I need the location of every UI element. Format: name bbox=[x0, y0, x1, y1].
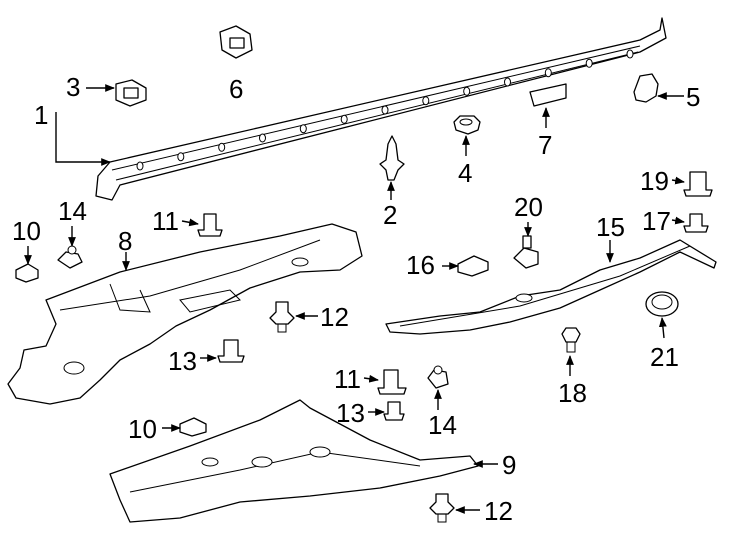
callout-17: 17 bbox=[642, 206, 671, 236]
rail-hole bbox=[585, 58, 593, 68]
clip-part-10b bbox=[179, 417, 207, 437]
callout-11-lower: 11 bbox=[334, 364, 361, 394]
callout-labels: 1 2 3 4 5 6 7 8 9 10 10 11 11 12 12 13 1… bbox=[12, 72, 700, 526]
callout-11-upper: 11 bbox=[152, 206, 179, 236]
callout-10-upper: 10 bbox=[12, 216, 41, 246]
under-cover-part bbox=[109, 399, 479, 523]
callout-13-lower: 13 bbox=[336, 398, 365, 428]
callout-14-upper: 14 bbox=[58, 196, 87, 226]
callout-2: 2 bbox=[383, 200, 397, 230]
pin-part-11a bbox=[197, 213, 223, 237]
callout-1: 1 bbox=[34, 100, 48, 130]
bolt-part-12b bbox=[429, 493, 455, 523]
rail-hole bbox=[463, 86, 471, 96]
callout-19: 19 bbox=[640, 166, 669, 196]
rail-hole bbox=[177, 152, 185, 162]
pin-part-13a bbox=[217, 339, 245, 363]
front-splash-shield-part bbox=[7, 223, 363, 405]
plug-part bbox=[219, 25, 253, 59]
rail-hole bbox=[299, 124, 307, 134]
clip-part-16 bbox=[457, 255, 489, 277]
rail-hole bbox=[218, 142, 226, 152]
clip-part-14b bbox=[427, 365, 449, 389]
pin-part-19 bbox=[683, 171, 713, 197]
callout-8: 8 bbox=[118, 226, 132, 256]
callout-16: 16 bbox=[406, 250, 435, 280]
callout-6: 6 bbox=[229, 74, 243, 104]
rail-hole bbox=[626, 49, 634, 59]
rail-hole bbox=[259, 133, 266, 143]
callout-9: 9 bbox=[502, 450, 516, 480]
rail-hole bbox=[340, 114, 348, 124]
callout-13-upper: 13 bbox=[168, 346, 197, 376]
retainer-part bbox=[633, 73, 659, 103]
callout-3: 3 bbox=[66, 72, 80, 102]
cap-part bbox=[529, 83, 567, 107]
pin-part-13b bbox=[383, 401, 405, 421]
bolt-part-12a bbox=[269, 301, 295, 333]
callout-12-lower: 12 bbox=[484, 496, 513, 526]
callout-18: 18 bbox=[558, 378, 587, 408]
callout-7: 7 bbox=[538, 130, 552, 160]
push-clip-part bbox=[379, 135, 405, 181]
rail-hole bbox=[422, 96, 430, 106]
grommet-part-21 bbox=[645, 291, 679, 317]
leader-lines bbox=[24, 84, 685, 514]
grommet-clip-part bbox=[115, 79, 147, 107]
callout-12-upper: 12 bbox=[320, 302, 349, 332]
side-bracket-part bbox=[385, 239, 717, 335]
clip-part-20 bbox=[513, 235, 539, 269]
rail-hole bbox=[544, 68, 552, 78]
clip-part-10a bbox=[15, 263, 39, 283]
pin-part-11b bbox=[377, 369, 407, 395]
callout-4: 4 bbox=[458, 158, 472, 188]
rail-hole bbox=[504, 77, 511, 87]
rail-hole bbox=[381, 105, 389, 115]
callout-5: 5 bbox=[686, 82, 700, 112]
rocker-molding-part bbox=[95, 17, 667, 201]
nut-part bbox=[453, 115, 481, 135]
callout-20: 20 bbox=[514, 192, 543, 222]
clip-part-14a bbox=[57, 245, 83, 269]
bolt-part-18 bbox=[561, 327, 581, 353]
callout-10-lower: 10 bbox=[128, 414, 157, 444]
callout-15: 15 bbox=[596, 212, 625, 242]
callout-14-lower: 14 bbox=[428, 410, 457, 440]
pin-part-17 bbox=[683, 213, 709, 233]
rail-hole bbox=[136, 161, 144, 171]
callout-21: 21 bbox=[650, 342, 679, 372]
